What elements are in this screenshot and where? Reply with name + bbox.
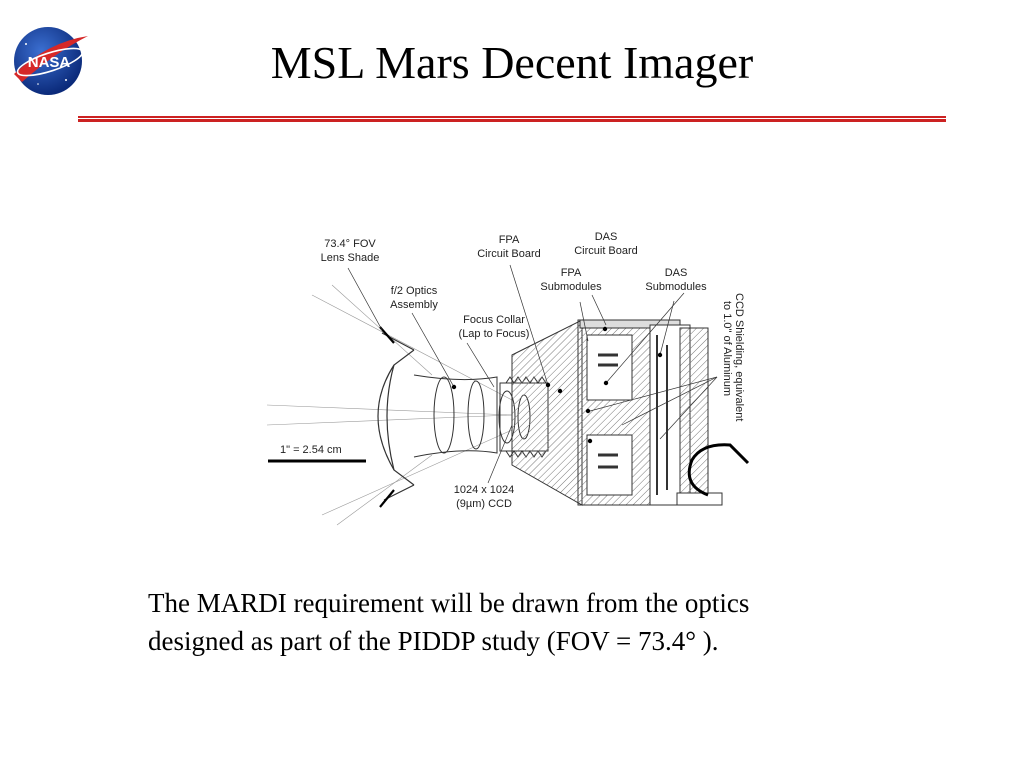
caption-line-2: designed as part of the PIDDP study (FOV… — [148, 626, 719, 656]
label-fpa-sub-line1: FPA — [561, 267, 582, 279]
label-shield-line2: to 1.0" of Aluminum — [721, 301, 733, 396]
label-fpa-board-line2: Circuit Board — [477, 248, 541, 260]
caption: The MARDI requirement will be drawn from… — [148, 584, 948, 660]
label-fov-line1: 73.4° FOV — [324, 238, 376, 250]
label-ccd-line2: (9µm) CCD — [456, 498, 512, 510]
nasa-logo: NASA — [14, 27, 88, 95]
camera-cross-section-diagram: 73.4° FOV Lens Shade f/2 Optics Assembly… — [266, 231, 750, 526]
label-scale: 1" = 2.54 cm — [280, 444, 342, 456]
label-das-board-line1: DAS — [595, 231, 618, 243]
label-focus-line1: Focus Collar — [463, 314, 525, 326]
label-fpa-sub-line2: Submodules — [540, 281, 602, 293]
caption-line-1: The MARDI requirement will be drawn from… — [148, 588, 750, 618]
label-shield-line1: CCD Shielding, equivalent — [733, 293, 745, 421]
label-das-sub-line1: DAS — [665, 267, 688, 279]
label-fpa-board-line1: FPA — [499, 234, 520, 246]
title-rule-bottom — [78, 119, 946, 122]
label-ccd-line1: 1024 x 1024 — [454, 484, 515, 496]
nasa-logo-text: NASA — [28, 54, 71, 71]
label-das-sub-line2: Submodules — [645, 281, 707, 293]
label-optics-line2: Assembly — [390, 299, 438, 311]
title-rule-top — [78, 116, 946, 118]
label-das-board-line2: Circuit Board — [574, 245, 638, 257]
page-title: MSL Mars Decent Imager — [270, 37, 754, 88]
label-focus-line2: (Lap to Focus) — [459, 328, 530, 340]
label-fov-line2: Lens Shade — [321, 252, 380, 264]
label-optics-line1: f/2 Optics — [391, 285, 438, 297]
